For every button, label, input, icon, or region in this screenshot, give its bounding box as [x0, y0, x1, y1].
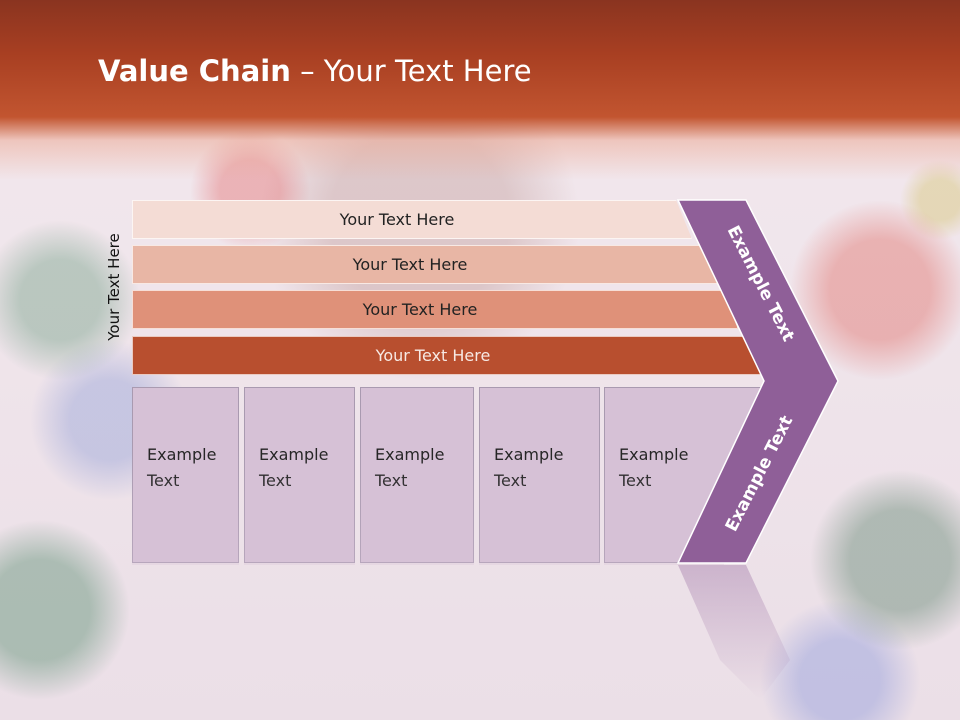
slide-title: Value Chain – Your Text Here [98, 54, 532, 88]
primary-box-4-line1: Example [494, 445, 564, 464]
primary-box-5-line2: Text [619, 471, 652, 490]
support-bar-2: Your Text Here [132, 245, 718, 284]
primary-box-1-line2: Text [147, 471, 180, 490]
support-bar-4: Your Text Here [132, 336, 764, 375]
support-bar-1-label: Your Text Here [339, 210, 455, 229]
side-label: Your Text Here [105, 233, 123, 341]
primary-box-4-line2: Text [494, 471, 527, 490]
primary-box-3-line2: Text [375, 471, 408, 490]
title-bold: Value Chain [98, 54, 291, 88]
header-band [0, 0, 960, 180]
support-bar-3-label: Your Text Here [362, 300, 478, 319]
reflection-box-5 [604, 445, 724, 565]
reflection-box-2 [244, 445, 355, 565]
primary-box-1-line1: Example [147, 445, 217, 464]
reflection-box-1 [132, 445, 239, 565]
support-bar-4-label: Your Text Here [375, 346, 491, 365]
support-bar-2-label: Your Text Here [352, 255, 468, 274]
primary-box-5-line1: Example [619, 445, 689, 464]
reflection-box-4 [479, 445, 600, 565]
support-bar-3: Your Text Here [132, 290, 738, 329]
primary-box-3-line1: Example [375, 445, 445, 464]
primary-box-2-line1: Example [259, 445, 329, 464]
reflection-box-3 [360, 445, 474, 565]
primary-box-2-line2: Text [259, 471, 292, 490]
support-bar-1: Your Text Here [132, 200, 692, 239]
title-rest: – Your Text Here [290, 54, 532, 88]
